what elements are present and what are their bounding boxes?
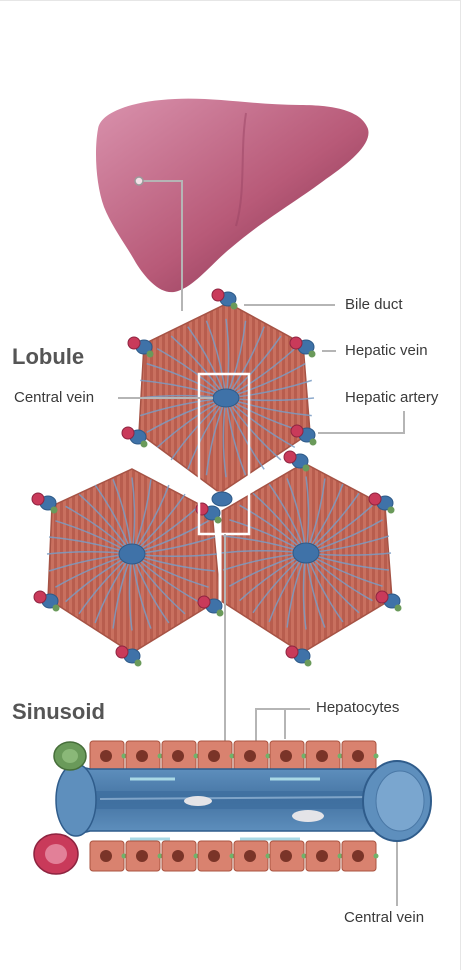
hepatocyte [306, 741, 343, 771]
hepatic-artery-label: Hepatic artery [345, 389, 438, 406]
hepatocyte [90, 741, 127, 771]
central-vein-lobule-label: Central vein [14, 389, 94, 406]
hepatic-vein-label: Hepatic vein [345, 342, 428, 359]
central-vein-top [213, 389, 239, 407]
hepatocyte [90, 841, 127, 871]
central-vein-right [293, 543, 319, 563]
hepatocyte [126, 841, 163, 871]
sinusoid-heading: Sinusoid [12, 699, 105, 725]
hepatocyte [126, 741, 163, 771]
portal-triad [32, 493, 58, 514]
central-vein-left [119, 544, 145, 564]
hepatocytes-label: Hepatocytes [316, 699, 399, 716]
liver-organ [96, 99, 369, 293]
hepatocyte [162, 841, 199, 871]
sinusoid-illustration [34, 741, 431, 874]
portal-triad [128, 337, 154, 358]
portal-vein-center [212, 492, 232, 506]
hepatocyte [198, 741, 235, 771]
bile-duct-label: Bile duct [345, 296, 403, 313]
portal-triad [376, 591, 402, 612]
hepatocyte [342, 741, 379, 771]
hepatocyte [342, 841, 379, 871]
central-vein-sinusoid-label: Central vein [344, 909, 424, 926]
hepatocyte [270, 841, 307, 871]
hepatocyte [198, 841, 235, 871]
hepatocyte [162, 741, 199, 771]
lobule-heading: Lobule [12, 344, 84, 370]
hepatocyte [306, 841, 343, 871]
hepatocyte [270, 741, 307, 771]
hepatocyte [234, 841, 271, 871]
hepatocyte [234, 741, 271, 771]
